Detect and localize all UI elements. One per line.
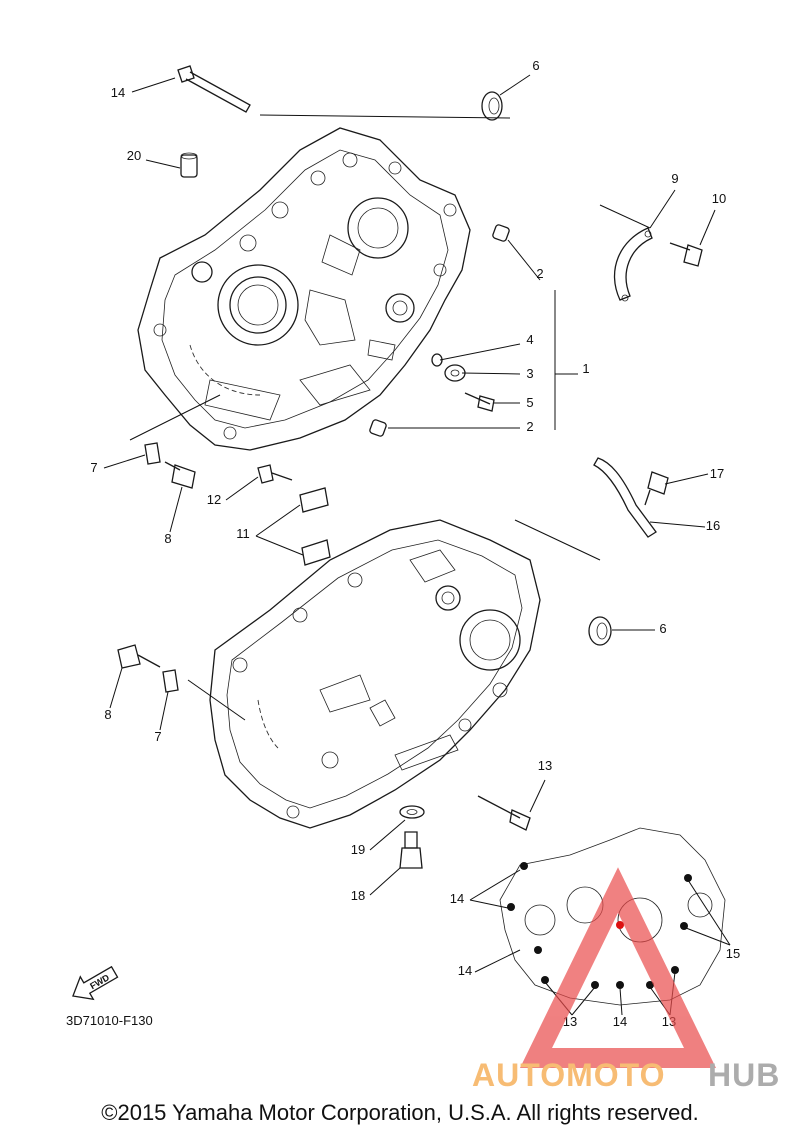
callout-c19: 19 [351,842,365,857]
drain-bolt-18 [399,831,423,869]
callout-c11: 11 [236,526,250,541]
callout-c2a: 2 [536,266,543,281]
watermark-text-hub: HUB [708,1057,780,1093]
callout-c13a: 13 [538,758,552,773]
callout-c14a: 14 [111,85,125,100]
callout-c5: 5 [526,395,533,410]
dowel-pin-lower [369,419,387,437]
gasket-19 [399,805,425,819]
callout-c8b: 8 [104,707,111,722]
callout-c20: 20 [127,148,141,163]
hose-guide-16 [593,457,657,538]
dowel-pin-top [180,152,198,178]
callout-c18: 18 [351,888,365,903]
bolt-12 [257,464,293,484]
callout-c10: 10 [712,191,726,206]
callout-c1: 1 [582,361,589,376]
fwd-label: FWD [88,972,111,991]
callout-c9: 9 [671,171,678,186]
figure-code: 3D71010-F130 [66,1013,153,1028]
copyright-notice: ©2015 Yamaha Motor Corporation, U.S.A. A… [101,1100,699,1125]
callout-c7a: 7 [90,460,97,475]
plate-11-upper [299,487,329,513]
callout-c14c: 14 [458,963,472,978]
callout-c6a: 6 [532,58,539,73]
dowel-pin-upper [492,224,510,242]
callout-c2b: 2 [526,419,533,434]
lock-washer-lower [162,669,179,693]
watermark-logo: AUTOMOTO HUB [472,867,780,1093]
callout-c14b: 14 [450,891,464,906]
lock-washer-upper [144,442,161,465]
watermark-text-auto: AUTOMOTO [472,1057,665,1093]
callout-c17: 17 [710,466,724,481]
crankcase-left-half [137,127,471,451]
callout-c15: 15 [726,946,740,961]
callout-c12: 12 [207,492,221,507]
callout-c6b: 6 [659,621,666,636]
crankcase-right-half [209,519,541,829]
bracket-plate-9 [613,227,653,302]
callout-c16: 16 [706,518,720,533]
watermark-triangle-icon [519,867,717,1068]
callout-c7b: 7 [154,729,161,744]
bolt-17 [644,471,669,506]
oil-seal-top [481,91,503,121]
bolt-5 [464,392,495,412]
leader-lines [103,74,716,896]
flange-bolt-lower [117,644,161,669]
long-bolt-top [177,65,251,113]
bolt-10 [669,242,703,267]
callout-c4: 4 [526,332,533,347]
callout-c14d: 14 [613,1014,627,1029]
plate-11-lower [301,539,331,566]
flange-bolt-upper [164,461,196,489]
callout-c8a: 8 [164,531,171,546]
forward-arrow-icon: FWD [72,965,119,1001]
callout-c3: 3 [526,366,533,381]
bolt-pattern-inset [469,827,731,1016]
bolt-13 [477,795,531,831]
oil-seal-lower [588,616,612,646]
